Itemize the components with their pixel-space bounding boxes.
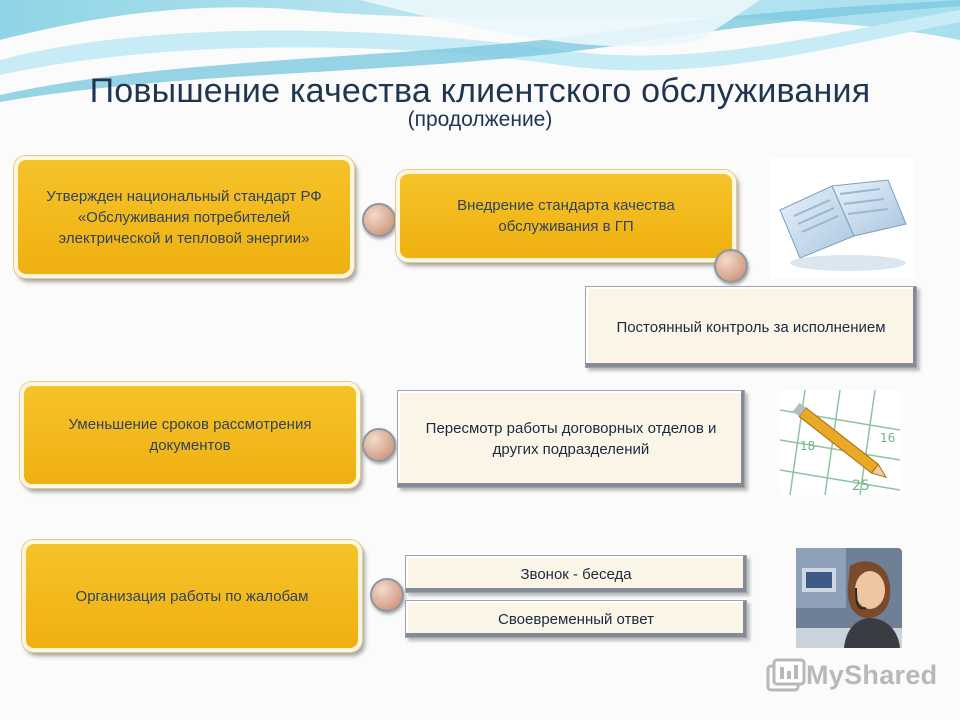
box-timely-answer: Своевременный ответ — [405, 600, 747, 638]
box-complaints: Организация работы по жалобам — [22, 540, 362, 652]
page-title: Повышение качества клиентского обслужива… — [0, 72, 960, 111]
connector-dot — [714, 249, 748, 283]
open-book-image — [770, 158, 915, 278]
connector-dot — [370, 578, 404, 612]
page-subtitle: (продолжение) — [0, 108, 960, 132]
connector-dot — [362, 428, 396, 462]
svg-text:18: 18 — [800, 439, 815, 453]
call-center-operator-image — [796, 548, 902, 648]
box-national-standard: Утвержден национальный стандарт РФ «Обсл… — [14, 156, 354, 278]
myshared-logo-text[interactable]: MyShared — [806, 660, 937, 691]
box-call-conversation: Звонок - беседа — [405, 555, 747, 593]
connector-dot — [362, 203, 396, 237]
box-standard-implementation: Внедрение стандарта качества обслуживани… — [396, 170, 736, 262]
calendar-pencil-image: 16 25 18 — [780, 390, 900, 495]
svg-text:25: 25 — [852, 478, 870, 494]
svg-text:16: 16 — [880, 431, 895, 445]
box-constant-control: Постоянный контроль за исполнением — [585, 286, 917, 368]
box-review-contract-work: Пересмотр работы договорных отделов и др… — [397, 390, 745, 488]
box-reduce-terms: Уменьшение сроков рассмотрения документо… — [20, 382, 360, 488]
